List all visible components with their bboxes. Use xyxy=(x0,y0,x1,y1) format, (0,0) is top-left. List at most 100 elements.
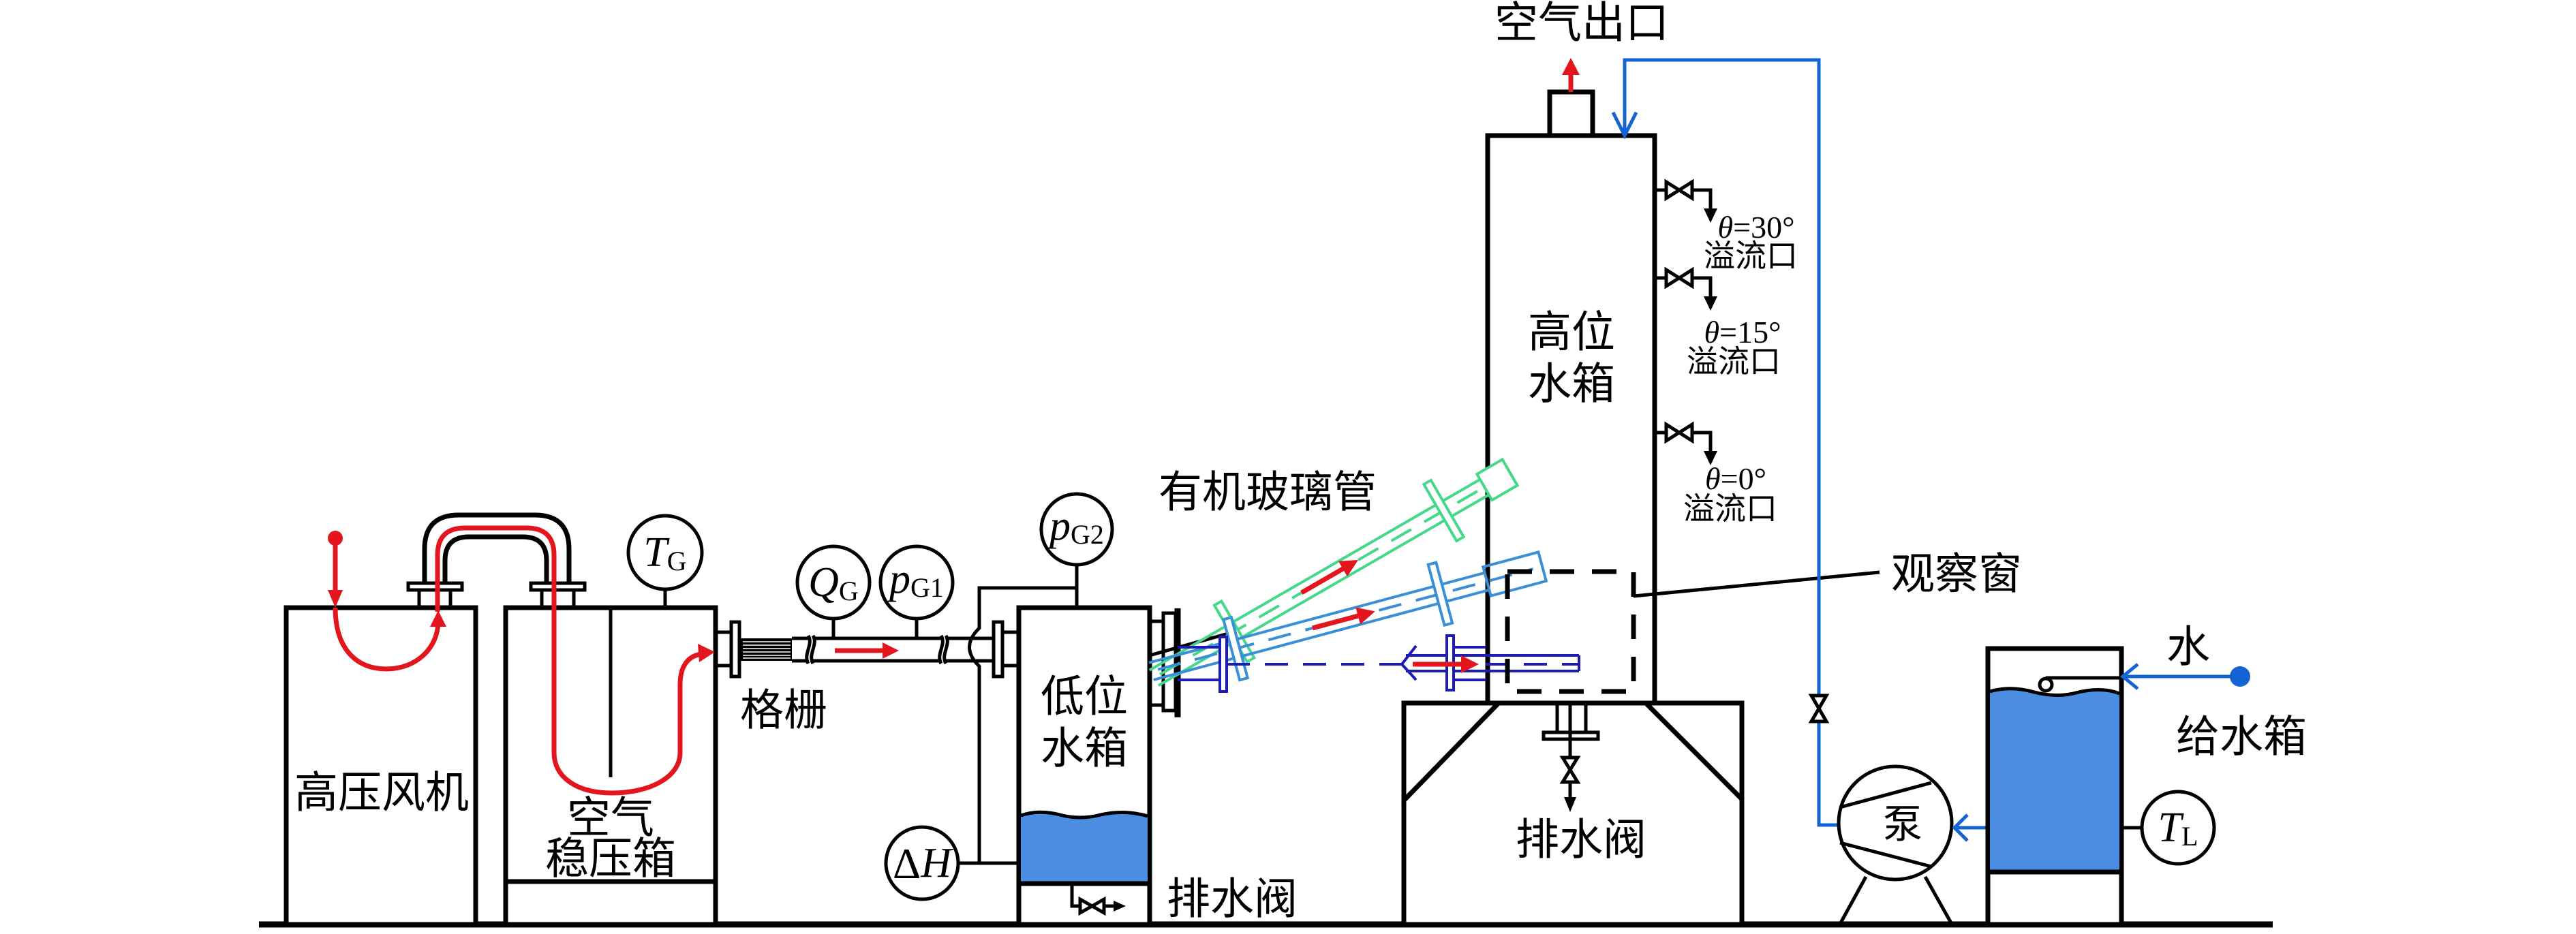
gauge-qg: QG xyxy=(795,544,872,638)
tube-30-flow-arrow-icon xyxy=(1338,560,1359,577)
supply-tank-water xyxy=(1990,688,2119,872)
overflow-15-theta: θ xyxy=(1704,315,1720,349)
overflow-30-label: 溢流口 xyxy=(1704,239,1798,274)
air-curve-blower xyxy=(333,607,441,672)
overflow-30-valve-icon xyxy=(1664,178,1694,202)
tube-15-flow-arrow-icon xyxy=(1355,607,1375,625)
pmma-tube-label: 有机玻璃管 xyxy=(1159,469,1377,517)
overflow-15-value: =15° xyxy=(1719,315,1781,349)
gauge-dh-circle xyxy=(884,825,960,901)
high-drain-label: 排水阀 xyxy=(1516,816,1646,865)
tube-30-end-cap xyxy=(1475,457,1520,502)
gauge-pg1: pG1 xyxy=(878,544,955,638)
low-tank-label-line1: 低位 xyxy=(1041,673,1128,721)
blower: 高压风机 xyxy=(283,605,478,927)
stand-diagonals xyxy=(1402,701,1744,803)
water-inlet-label: 水 xyxy=(2166,623,2210,672)
overflow-30-value: =30° xyxy=(1733,210,1794,245)
water-inlet-arrow-icon xyxy=(2120,663,2139,690)
gauge-tg-circle xyxy=(626,514,704,591)
observation-window-label: 观察窗 xyxy=(1891,550,2022,599)
overflow-15-label: 溢流口 xyxy=(1687,345,1781,379)
u-pipe-stubs xyxy=(417,590,576,608)
high-drain-arrow-icon xyxy=(1564,797,1576,812)
overflow-0-label: 溢流口 xyxy=(1683,492,1777,527)
high-water-tank: 高位 水箱 空气出口 xyxy=(1485,0,1669,706)
air-stabilizer: 空气 稳压箱 xyxy=(503,605,718,927)
pump: 泵 xyxy=(1837,764,1987,928)
gauge-pg2: pG2 xyxy=(1039,492,1114,608)
overflow-0-value: =0° xyxy=(1721,461,1766,496)
gauge-pg2-text: pG2 xyxy=(1047,503,1104,550)
supply-tank-water-surface xyxy=(1989,687,2120,697)
low-water-tank: 低位 水箱 排水阀 xyxy=(1016,605,1298,927)
overflow-15-angle: θ=15° xyxy=(1704,315,1781,349)
gauge-tl-circle xyxy=(2140,790,2216,866)
blower-box xyxy=(283,605,478,927)
air-outlet-label: 空气出口 xyxy=(1494,0,1669,48)
high-tank-drain-valve: 排水阀 xyxy=(1516,703,1646,865)
overflow-0-angle: θ=0° xyxy=(1705,461,1766,496)
gauge-qg-circle xyxy=(795,544,872,621)
gauge-pg2-circle xyxy=(1039,492,1114,567)
tube-0-connector xyxy=(1400,644,1417,681)
low-tank-water-surface xyxy=(1020,810,1148,820)
tube-15deg xyxy=(1148,550,1548,682)
overflow-30: θ=30° 溢流口 xyxy=(1655,178,1798,274)
air-outlet-arrow-icon xyxy=(1562,58,1580,75)
high-tank-label-line2: 水箱 xyxy=(1528,360,1615,409)
tube-15-flange-2 xyxy=(1426,561,1454,627)
gauge-qg-sub: G xyxy=(839,576,859,606)
gauge-pg1-symbol: p xyxy=(887,556,910,602)
low-drain-arrow-icon xyxy=(1114,901,1126,912)
gauge-tg: TG xyxy=(626,514,704,608)
gauge-tl-symbol: T xyxy=(2158,805,2185,851)
tube-0-flange-1 xyxy=(1218,636,1228,693)
observation-window-frame xyxy=(1505,569,1636,694)
overflow-30-pipe xyxy=(1655,188,1713,210)
pressure-tap-line xyxy=(968,586,1077,863)
air-flow-arrow-icon xyxy=(883,642,899,659)
gauge-qg-text: QG xyxy=(808,559,859,606)
supply-tank: 水 给水箱 xyxy=(1985,623,2307,927)
tube-15-flow-line xyxy=(1312,613,1360,631)
observation-window: 观察窗 xyxy=(1505,550,2022,694)
gauge-pg1-text: pG1 xyxy=(887,556,944,603)
gauge-qg-symbol: Q xyxy=(808,559,839,606)
tube-30-flange-2 xyxy=(1422,478,1466,543)
low-tank-drain-valve xyxy=(1070,884,1126,916)
grille-slots xyxy=(743,641,791,659)
overflow-0-pipe xyxy=(1655,431,1713,452)
gauge-tl-sub: L xyxy=(2181,821,2198,852)
tube-0-outer-walls-left xyxy=(1178,646,1221,681)
u-pipe-flange-right xyxy=(529,581,587,592)
overflow-0-arrow-icon xyxy=(1704,451,1717,465)
stabilizer-label-line2: 稳压箱 xyxy=(545,835,676,884)
overflow-15-pipe xyxy=(1655,276,1713,298)
low-drain-pipe xyxy=(1070,884,1115,908)
air-flow-path xyxy=(328,525,715,796)
air-pipe: 格栅 xyxy=(716,620,1019,735)
gauge-pg2-sub: G2 xyxy=(1071,519,1104,550)
overflow-15-arrow-icon xyxy=(1704,296,1717,311)
u-pipe-inner xyxy=(442,534,549,583)
low-tank-outlet-stub xyxy=(1150,619,1163,707)
gauge-dh: ΔH xyxy=(884,825,1019,901)
overflow-30-arrow-icon xyxy=(1704,208,1717,223)
high-drain-stub xyxy=(1555,703,1588,732)
air-arrow-down-icon xyxy=(328,590,343,608)
air-curve-stabilizer xyxy=(435,525,703,796)
pump-label: 泵 xyxy=(1883,803,1922,847)
grille-label: 格栅 xyxy=(740,687,827,735)
pipe-break-marks xyxy=(805,634,949,665)
low-tank-label-line2: 水箱 xyxy=(1041,725,1128,773)
high-tank-box xyxy=(1485,133,1657,706)
overflow-0-valve-icon xyxy=(1664,421,1694,444)
overflow-15: θ=15° 溢流口 xyxy=(1655,266,1781,379)
gauge-dh-symbol: H xyxy=(920,840,953,886)
supply-line-valve-icon xyxy=(1808,694,1830,723)
supply-line-arrow-icon xyxy=(1611,111,1638,140)
tube-30-flow-line xyxy=(1300,565,1345,595)
tube-15-end-section xyxy=(1481,550,1548,598)
low-tank-inlet-flange xyxy=(992,620,1005,679)
